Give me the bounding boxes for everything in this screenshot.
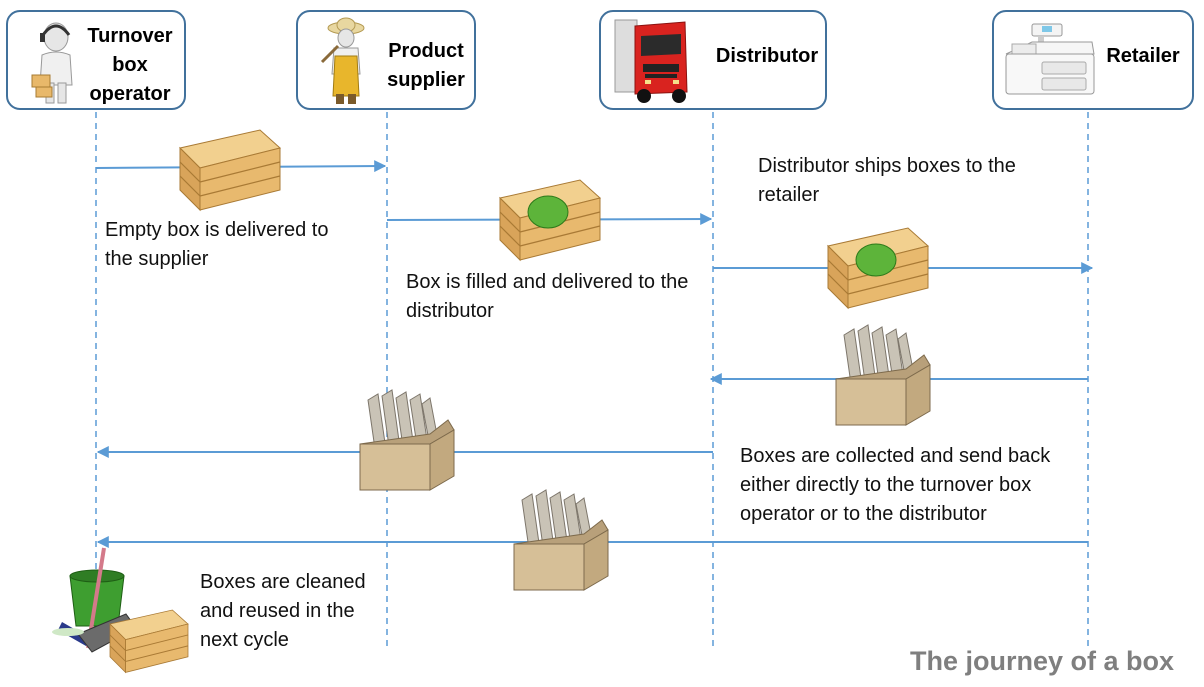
filled-crate-1 [499,179,601,261]
note-ships-retailer: Distributor ships boxes to the retailer [758,155,1016,206]
filled-crate-2 [827,227,929,309]
actor-label-distributor: Distributor [715,45,819,67]
farmer-icon [320,17,365,104]
cardboard-box-3 [513,489,609,591]
cardboard-box-2 [359,389,455,491]
cardboard-box-1 [835,324,931,426]
cleaning-bucket-icon [52,547,189,673]
cabbage-2 [855,243,897,277]
empty-crate-1 [179,129,281,211]
operator-headset-icon [31,22,73,104]
actor-turnover-box-operator: Turnover box operator [6,10,186,110]
cabbage-1 [527,195,569,229]
note-cleaned: Boxes are cleaned and reused in the next… [200,571,366,651]
actor-product-supplier: Product supplier [296,10,476,110]
note-empty-delivered: Empty box is delivered to the supplier [105,219,329,270]
actor-label-retailer: Retailer [1106,45,1180,67]
cash-register-icon [1005,23,1095,95]
actor-label-supplier: Product supplier [387,40,465,91]
truck-icon [614,19,688,103]
actor-distributor: Distributor [599,10,827,110]
actor-label-turnover: Turnover box operator [87,25,173,105]
note-filled-delivered: Box is filled and delivered to the distr… [406,271,689,322]
diagram-title: The journey of a box [909,646,1174,676]
actor-retailer: Retailer [992,10,1194,110]
note-collected: Boxes are collected and send back either… [740,445,1051,525]
